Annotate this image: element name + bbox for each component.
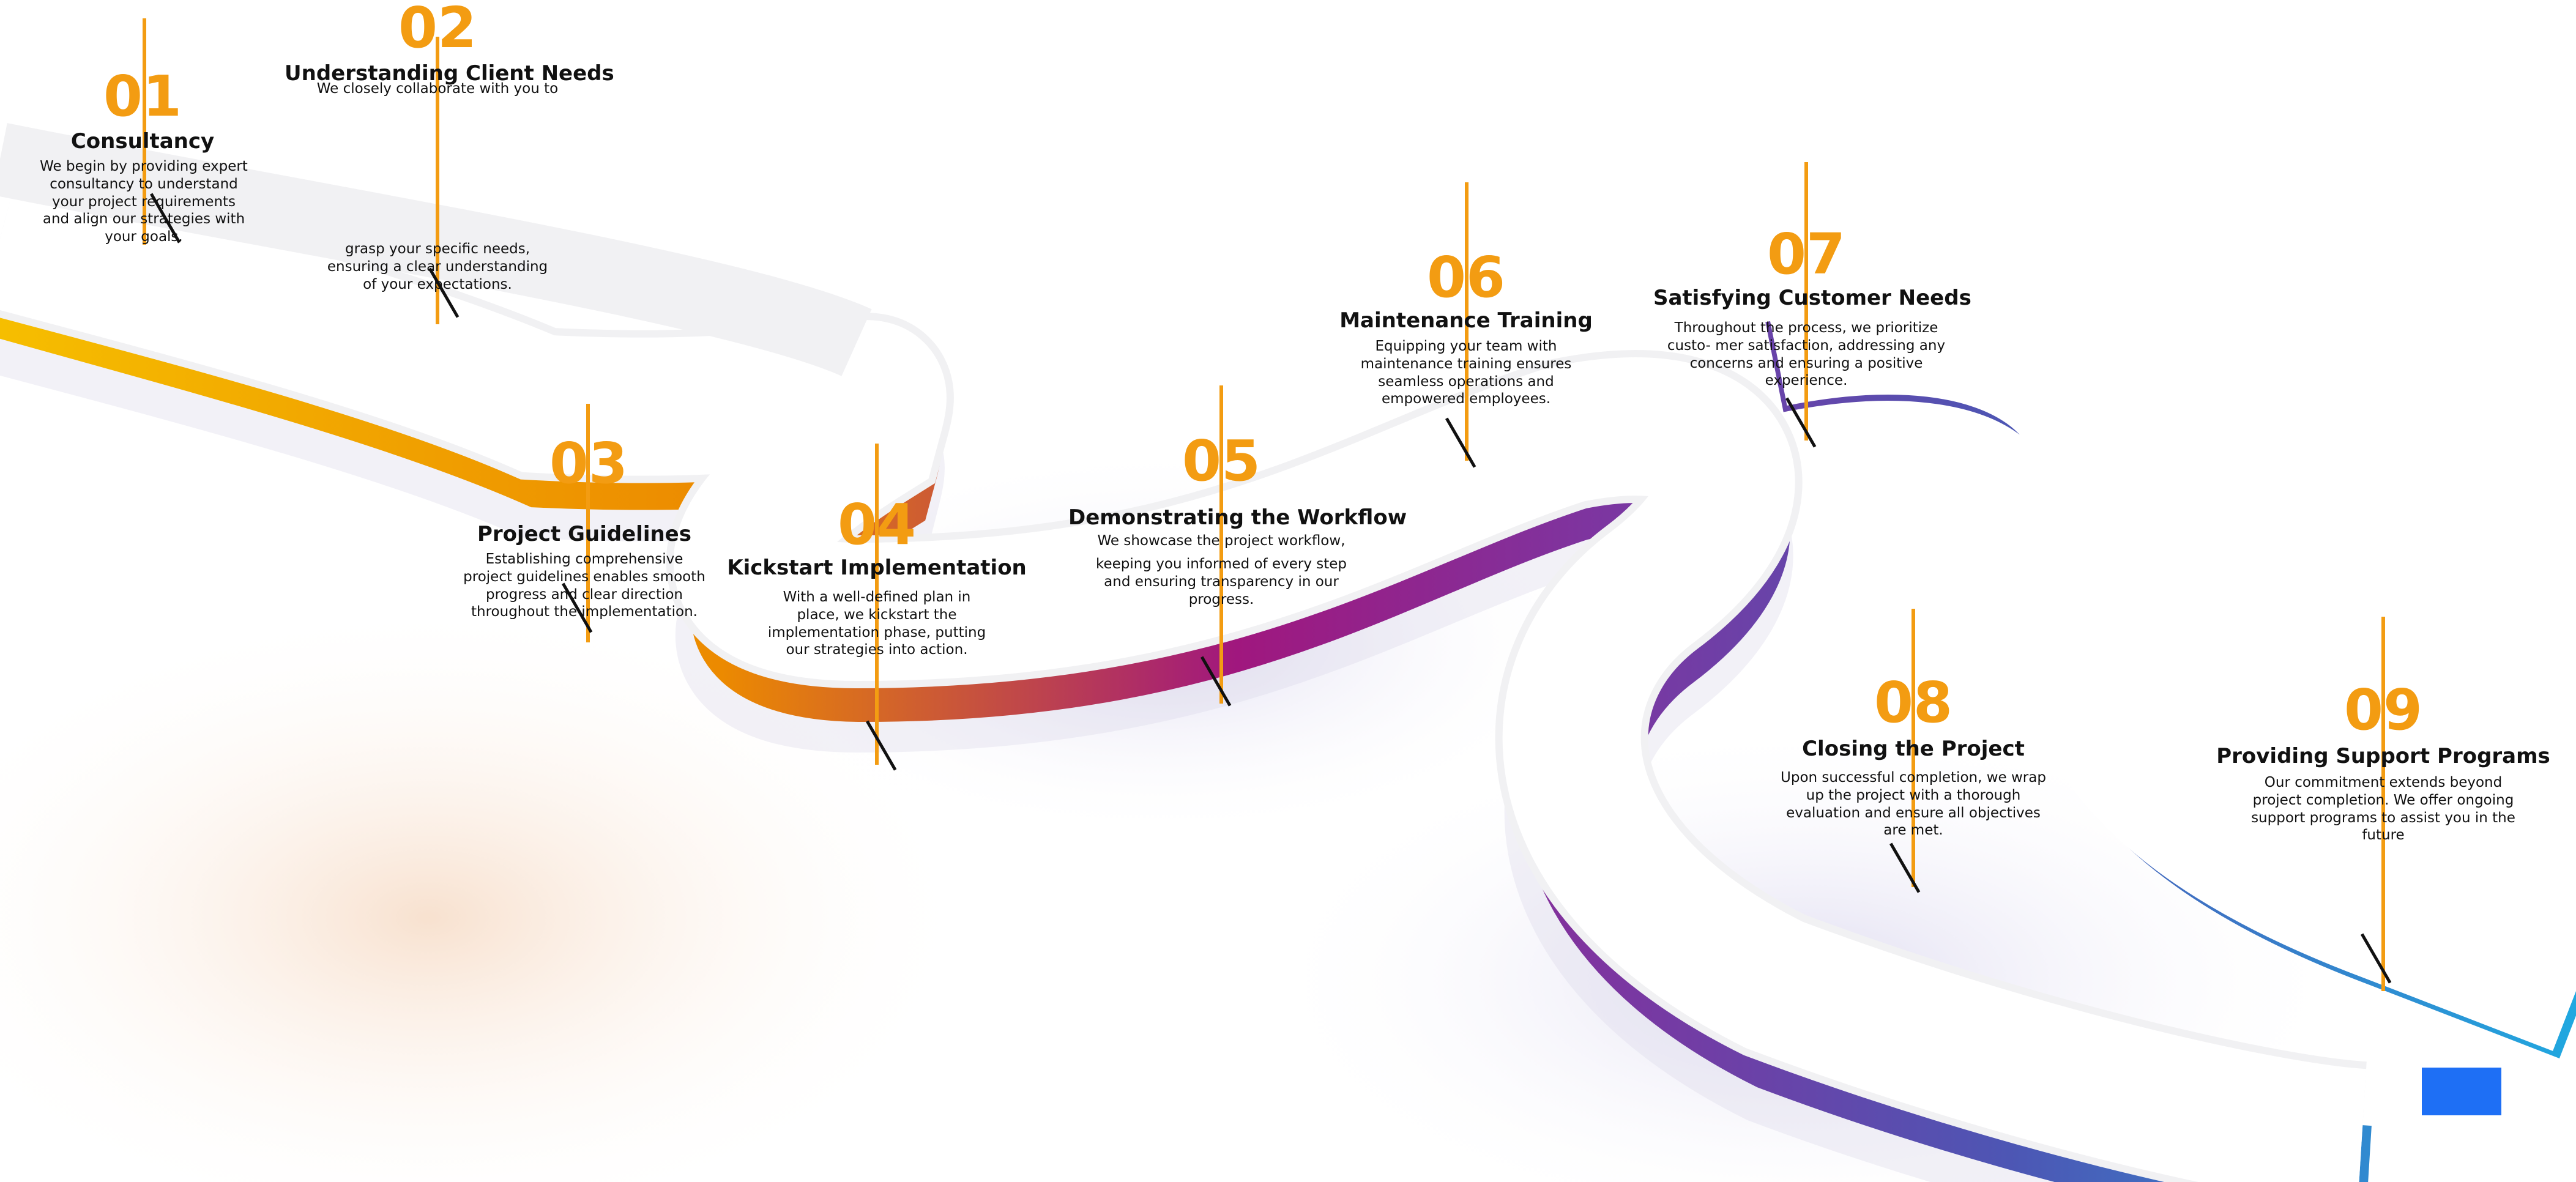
step-09-description: Our commitment extends beyond project co… bbox=[2251, 775, 2515, 844]
step-01-marker-pole bbox=[143, 18, 146, 245]
step-05-description-line1: We showcase the project workflow, bbox=[1097, 533, 1346, 549]
step-04-title: Kickstart Implementation bbox=[727, 556, 1027, 580]
step-03-title: Project Guidelines bbox=[477, 522, 691, 546]
step-02-number: 02 bbox=[398, 0, 477, 61]
step-07-title: Satisfying Customer Needs bbox=[1653, 286, 1971, 310]
step-04-number: 04 bbox=[837, 492, 917, 557]
step-04-description: With a well-defined plan in place, we ki… bbox=[767, 589, 986, 658]
step-06-title: Maintenance Training bbox=[1339, 308, 1593, 333]
step-08-marker-pole bbox=[1912, 609, 1915, 887]
step-02-description-line2: grasp your specific needs, ensuring a cl… bbox=[327, 241, 548, 292]
step-05-title: Demonstrating the Workflow bbox=[1068, 505, 1407, 530]
step-07-description: Throughout the process, we prioritize cu… bbox=[1667, 320, 1946, 389]
step-03-marker-pole bbox=[586, 404, 590, 642]
step-02-description-line1: We closely collaborate with you to bbox=[316, 81, 559, 97]
step-08-description: Upon successful completion, we wrap up t… bbox=[1781, 770, 2046, 839]
step-07-number: 07 bbox=[1766, 221, 1846, 287]
step-09-marker-pole bbox=[2381, 617, 2385, 991]
step-05-marker-pole bbox=[1219, 385, 1223, 704]
step-08-title: Closing the Project bbox=[1802, 737, 2025, 761]
step-09-title: Providing Support Programs bbox=[2216, 744, 2550, 768]
step-02-marker-pole bbox=[436, 37, 439, 324]
step-05-description-line2: keeping you informed of every step and e… bbox=[1095, 556, 1347, 608]
step-05-number: 05 bbox=[1182, 428, 1261, 494]
step-01-description: We begin by providing expert consultancy… bbox=[40, 158, 248, 245]
step-01-title: Consultancy bbox=[70, 129, 215, 154]
step-07-marker-pole bbox=[1804, 162, 1808, 440]
action-button[interactable] bbox=[2422, 1068, 2501, 1115]
step-06-number: 06 bbox=[1426, 245, 1506, 310]
step-06-marker-pole bbox=[1465, 182, 1469, 461]
step-03-description: Establishing comprehensive project guide… bbox=[463, 551, 705, 620]
step-04-marker-pole bbox=[875, 444, 879, 765]
step-09-number: 09 bbox=[2343, 677, 2423, 743]
step-08-number: 08 bbox=[1874, 670, 1953, 735]
step-02-title: Understanding Client Needs bbox=[285, 61, 614, 86]
step-03-number: 03 bbox=[549, 431, 628, 496]
step-01-number: 01 bbox=[103, 64, 182, 129]
step-06-description: Equipping your team with maintenance tra… bbox=[1360, 338, 1572, 407]
